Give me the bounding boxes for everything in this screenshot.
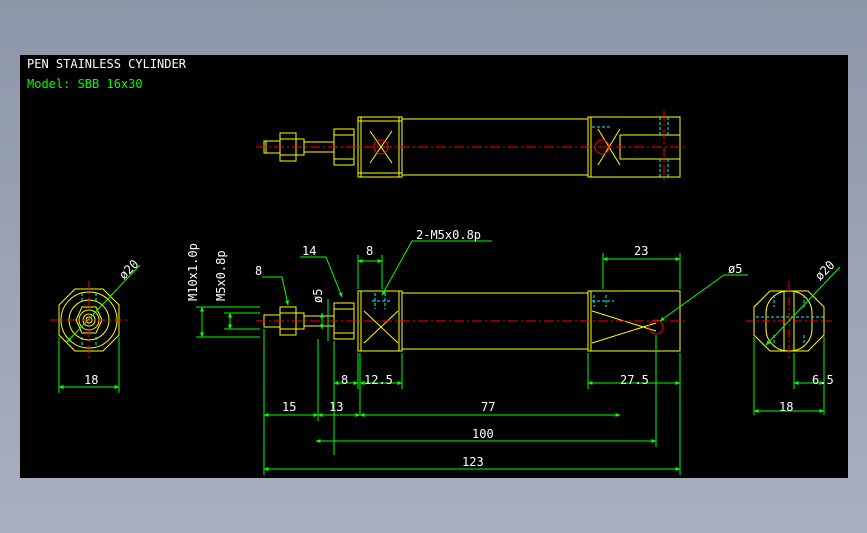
top-view	[256, 111, 688, 183]
side-view-dimensions	[196, 240, 748, 475]
model-label: Model: SBB 16x30	[27, 77, 143, 91]
dim-len27-5: 27.5	[620, 373, 649, 387]
dim-face-14: 14	[302, 244, 316, 258]
dim-len13: 13	[329, 400, 343, 414]
dim-diam5-rod: ø5	[311, 289, 325, 303]
dim-len100: 100	[472, 427, 494, 441]
dim-thread-m10: M10x1.0p	[186, 243, 200, 301]
left-end-octagon	[58, 288, 120, 352]
dim-w8-top: 8	[366, 244, 373, 258]
drawing-title: PEN STAINLESS CYLINDER	[27, 57, 186, 71]
dim-nut-8: 8	[255, 264, 262, 278]
dim-diam20-right: ø20	[812, 258, 837, 283]
drawing-svg: ø20 18 M10x1.0p M5x0.8p 8 14 ø5 8 2-M5x0…	[50, 111, 841, 475]
dim-len8-bottom: 8	[341, 373, 348, 387]
dim-len12-5: 12.5	[364, 373, 393, 387]
dim-len6-5: 6.5	[812, 373, 834, 387]
dim-ports: 2-M5x0.8p	[416, 228, 481, 242]
dim-len123: 123	[462, 455, 484, 469]
dim-diam5-pin: ø5	[728, 262, 742, 276]
cad-drawing-canvas: PEN STAINLESS CYLINDER Model: SBB 16x30	[20, 55, 848, 478]
dim-w18-left: 18	[84, 373, 98, 387]
dim-len15: 15	[282, 400, 296, 414]
right-end-octagon	[753, 290, 825, 352]
dim-len23: 23	[634, 244, 648, 258]
dim-w18-right: 18	[779, 400, 793, 414]
dim-len77: 77	[481, 400, 495, 414]
dim-thread-m5: M5x0.8p	[214, 250, 228, 301]
right-end-view	[746, 266, 841, 415]
left-end-view	[50, 264, 141, 393]
dim-diam20-left: ø20	[116, 257, 141, 282]
